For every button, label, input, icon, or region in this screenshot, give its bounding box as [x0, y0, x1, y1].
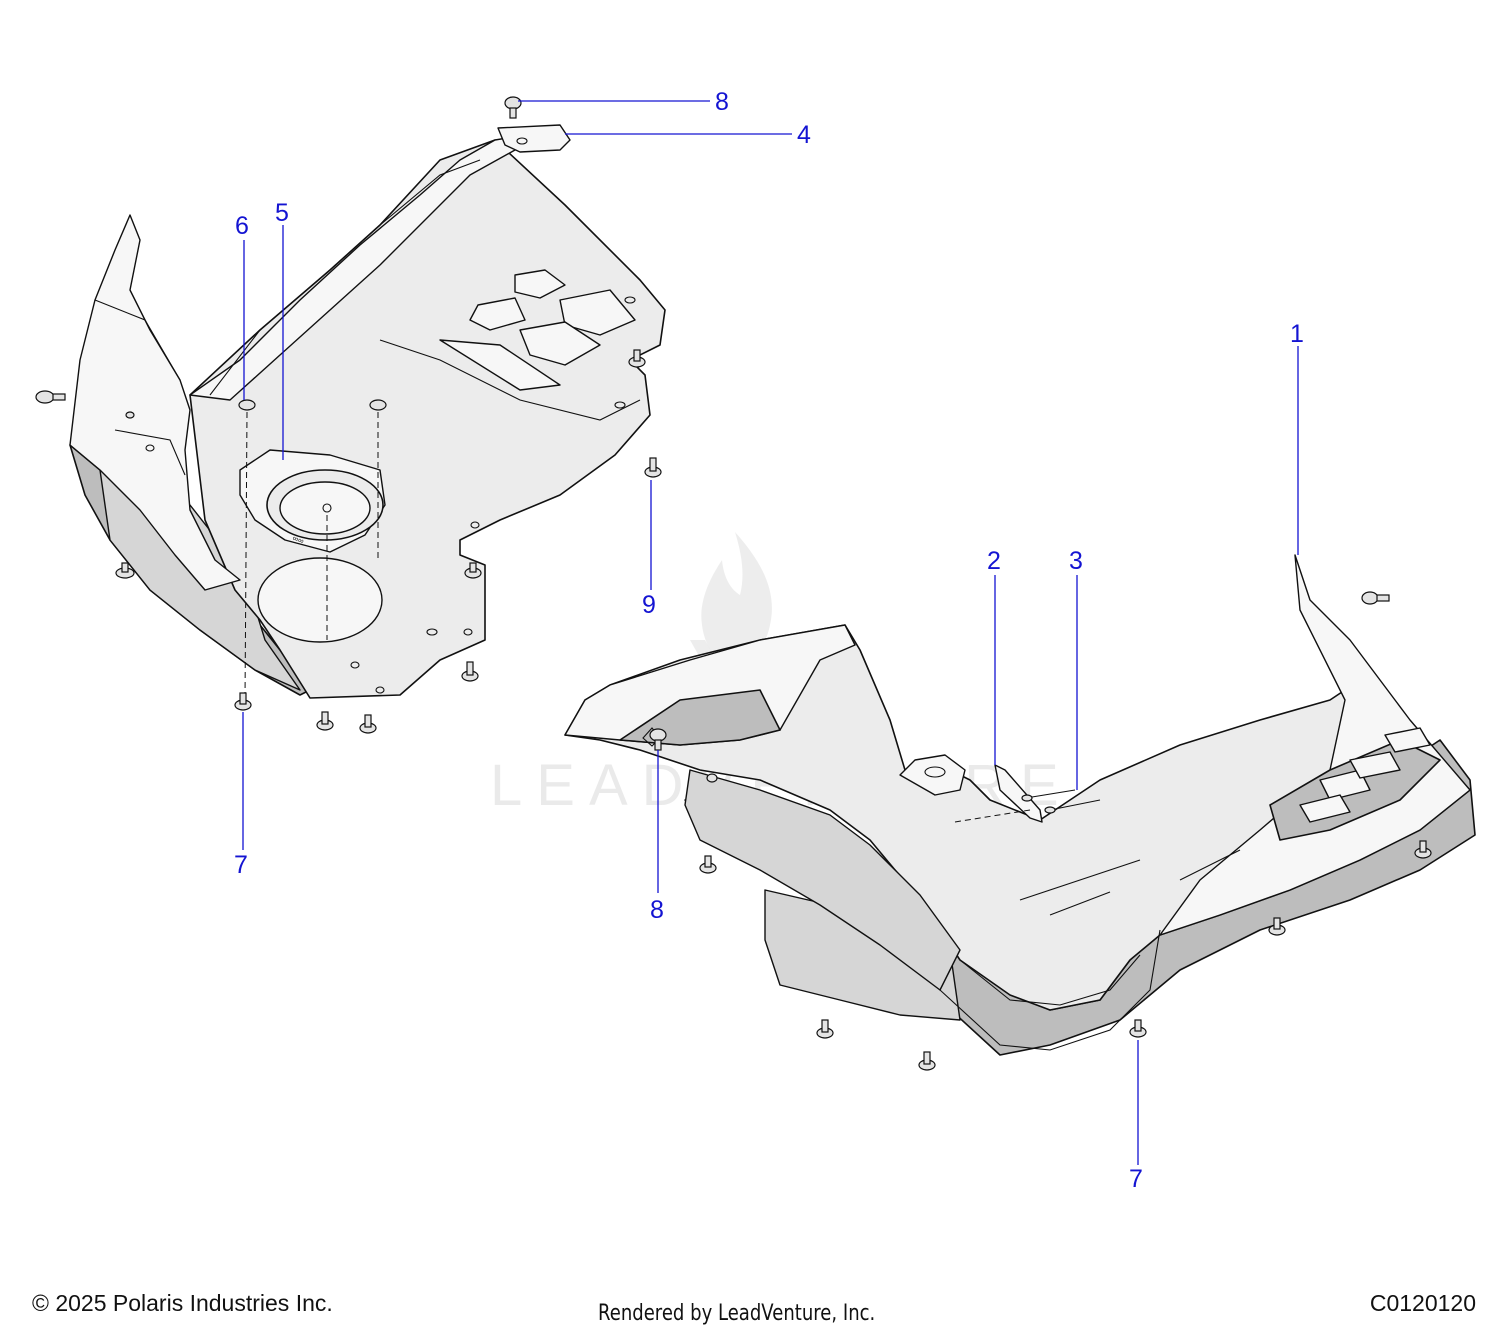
vent-openings: [439, 269, 636, 391]
callout-6: 6: [235, 212, 249, 240]
screw-part-9: [644, 457, 662, 478]
right-fasteners: [649, 591, 1432, 1071]
callout-5: 5: [275, 199, 289, 227]
callout-8-bottom: 8: [650, 896, 664, 924]
copyright-notice: © 2025 Polaris Industries Inc.: [32, 1290, 333, 1316]
right-guard-louvres: [1299, 727, 1431, 823]
front-bracket-part-4: [497, 124, 571, 153]
diagram-code: C0120120: [1369, 1290, 1476, 1316]
right-guard-right-arm: [1159, 554, 1471, 936]
callout-2: 2: [987, 547, 1001, 575]
push-rivet-icon: [1361, 591, 1390, 605]
leader-lines: [242, 100, 1299, 1165]
callouts: 8 4 6 5 1 2 3 9 7 8 7: [234, 88, 1304, 1193]
bracket-part-2: [994, 764, 1043, 823]
callout-9: 9: [642, 591, 656, 619]
washer-part-6: [238, 399, 256, 411]
callout-3: 3: [1069, 547, 1083, 575]
left-fasteners: [35, 96, 662, 734]
svg-text:∞∞: ∞∞: [291, 533, 305, 545]
push-rivet-icon: [504, 96, 522, 119]
callout-7-right: 7: [1129, 1165, 1143, 1193]
callout-7-left: 7: [234, 851, 248, 879]
left-skid-plate-assembly: ∞∞: [35, 96, 666, 734]
right-guard-mount-tab: [899, 754, 966, 796]
callout-1: 1: [1290, 320, 1304, 348]
rivet-icon: [1021, 789, 1076, 802]
rivets-part-3: [1021, 789, 1101, 814]
rendered-by-credit: Rendered by LeadVenture, Inc.: [598, 1301, 876, 1326]
watermark-flame-icon: [701, 532, 772, 672]
right-front-guard-assembly: [564, 554, 1476, 1071]
speaker-mount-part-5: ∞∞: [239, 449, 386, 553]
callout-8-top: 8: [715, 88, 729, 116]
right-guard-front-bar: [939, 929, 1161, 1051]
push-rivet-icon: [35, 390, 66, 404]
speaker-opening: [257, 557, 383, 643]
left-upright-bracket: [69, 214, 241, 591]
callout-4: 4: [797, 121, 811, 149]
rivet-icon: [1044, 799, 1101, 814]
